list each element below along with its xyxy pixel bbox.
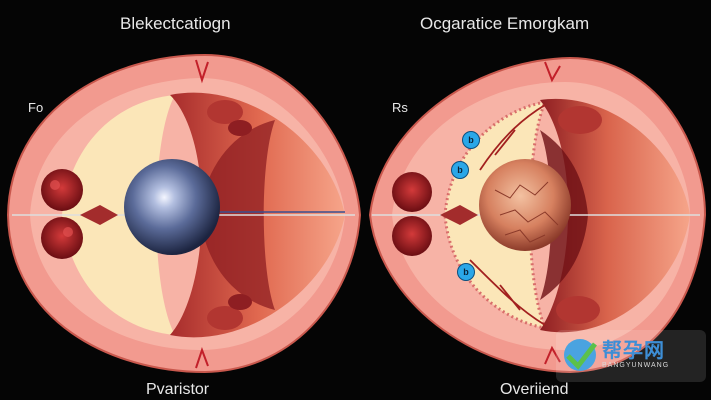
right-side-label: Rs (392, 100, 408, 115)
left-title: Blekectcatiogn (120, 14, 231, 33)
watermark-url: BANGYUNWANG (602, 362, 670, 369)
badge-1: b (462, 131, 480, 149)
badge-3: b (457, 263, 475, 281)
right-title: Ocgaratice Emorgkam (420, 14, 590, 33)
left-caption: Pvaristor (146, 381, 210, 398)
left-organ (6, 53, 362, 374)
badge-2: b (451, 161, 469, 179)
right-organ (368, 56, 707, 374)
watermark: 帮孕网 BANGYUNWANG (556, 330, 706, 382)
watermark-logo (556, 330, 706, 382)
watermark-name: 帮孕网 (602, 338, 665, 362)
right-caption: Overiiend (500, 381, 569, 398)
left-side-label: Fo (28, 100, 44, 115)
